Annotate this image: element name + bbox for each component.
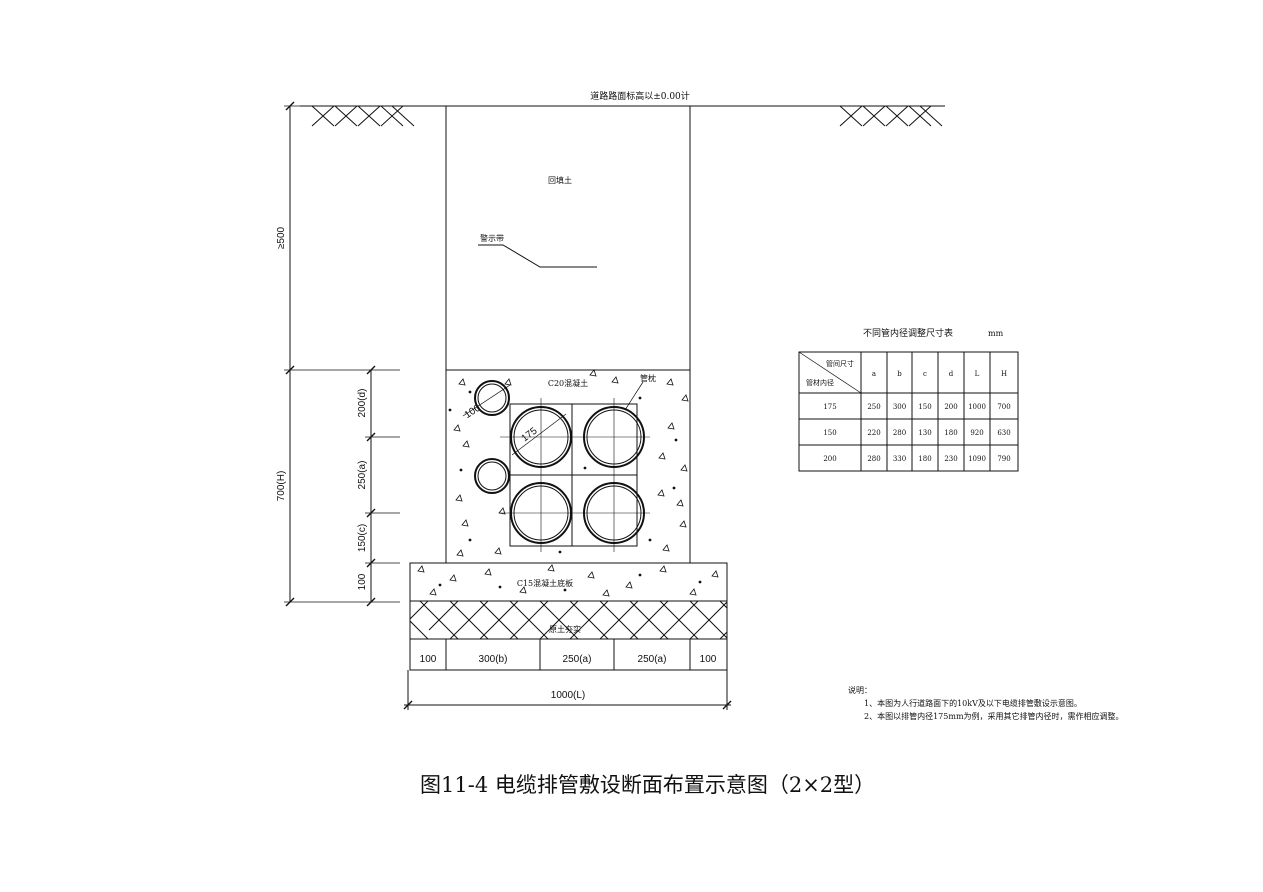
table-column-header: H <box>1001 370 1007 378</box>
table-cell: 300 <box>893 403 906 411</box>
dim-bottom-cell: 250(a) <box>563 654 592 665</box>
table-cell: 175 <box>823 403 836 411</box>
table-cell: 180 <box>944 429 957 437</box>
table-cell: 330 <box>893 455 906 463</box>
pipe-pillow-label: 管枕 <box>640 373 656 383</box>
table-cell: 150 <box>823 429 836 437</box>
ground-hatch-right <box>839 105 943 127</box>
table-cell: 700 <box>997 403 1010 411</box>
table-cell: 230 <box>944 455 957 463</box>
table-cell: 200 <box>823 455 836 463</box>
table-column-header: d <box>949 370 954 378</box>
table-header-bottom: 管材内径 <box>806 378 834 387</box>
dim-bottom-cell: 100 <box>420 654 437 665</box>
large-pipe-top-left <box>510 406 572 468</box>
backfill-label: 回填土 <box>548 175 572 185</box>
dimension-leader-175 <box>511 413 567 456</box>
large-pipe-top-right <box>583 406 645 468</box>
table-unit: mm <box>988 329 1004 338</box>
dim-d: 200(d) <box>357 389 368 418</box>
table-cell: 130 <box>918 429 931 437</box>
table-cell: 150 <box>918 403 931 411</box>
table-column-header: a <box>872 370 876 378</box>
table-column-header: c <box>923 370 927 378</box>
ground-hatch-left <box>311 105 415 127</box>
table-cell: 1000 <box>968 403 986 411</box>
base-slab-label: C15混凝土底板 <box>517 578 573 588</box>
dim-base: 100 <box>357 573 368 590</box>
table-cell: 220 <box>867 429 880 437</box>
dim-bottom-cell: 100 <box>700 654 717 665</box>
road-surface-label: 道路路面标高以±0.00计 <box>590 90 690 102</box>
dim-a: 250(a) <box>357 461 368 490</box>
table-cell: 200 <box>944 403 957 411</box>
table-header-diagonal <box>798 351 862 394</box>
dim-c: 150(c) <box>357 524 368 552</box>
table-cells: a b c d L H 175 250 300 150 200 1000 700 150 220 280 130… <box>823 370 1010 463</box>
note-item: 1、本图为人行道路面下的10kV及以下电缆排管敷设示意图。 <box>864 698 1082 708</box>
table-cell: 630 <box>997 429 1010 437</box>
table-title: 不同管内径调整尺寸表 <box>863 327 953 339</box>
table-cell: 280 <box>867 455 880 463</box>
small-pipe-top <box>474 380 510 416</box>
figure-caption: 图11-4 电缆排管敷设断面布置示意图（2×2型） <box>420 773 875 797</box>
table-cell: 280 <box>893 429 906 437</box>
dim-depth-min: ≥500 <box>276 226 287 249</box>
table-cell: 180 <box>918 455 931 463</box>
table-column-header: L <box>975 370 980 378</box>
warning-tape-leader <box>478 244 597 268</box>
pillow-leader <box>624 381 644 411</box>
concrete-label: C20混凝土 <box>548 378 588 388</box>
warning-tape-label: 警示带 <box>480 233 504 243</box>
note-item: 2、本图以排管内径175mm为例，采用其它排管内径时，需作相应调整。 <box>864 711 1124 721</box>
small-pipe-bottom <box>474 458 510 494</box>
soil-label: 原土夯实 <box>549 624 581 634</box>
dimension-leader-100 <box>462 384 511 417</box>
table-cell: 790 <box>997 455 1010 463</box>
large-pipe-bottom-left <box>510 482 572 544</box>
dim-bottom-cell: 250(a) <box>638 654 667 665</box>
dim-total-width: 1000(L) <box>551 690 585 701</box>
table-cell: 920 <box>970 429 983 437</box>
dim-ticks-left <box>285 101 376 607</box>
notes-heading: 说明： <box>848 685 872 695</box>
dim-height-total: 700(H) <box>276 471 287 502</box>
bottom-dim-row <box>409 638 728 671</box>
total-dim-ticks <box>403 700 732 710</box>
soil-hatch <box>410 601 727 639</box>
table-header-top: 管间尺寸 <box>826 359 854 368</box>
concrete-aggregate <box>417 369 719 597</box>
concrete-encasement <box>445 369 691 564</box>
adjust-table-frame <box>798 351 1019 472</box>
large-pipe-bottom-right <box>583 482 645 544</box>
table-cell: 250 <box>867 403 880 411</box>
table-cell: 1090 <box>968 455 986 463</box>
large-pipe-dim-label: 175 <box>520 425 540 444</box>
table-column-header: b <box>897 370 902 378</box>
dim-bottom-cell: 300(b) <box>479 654 508 665</box>
